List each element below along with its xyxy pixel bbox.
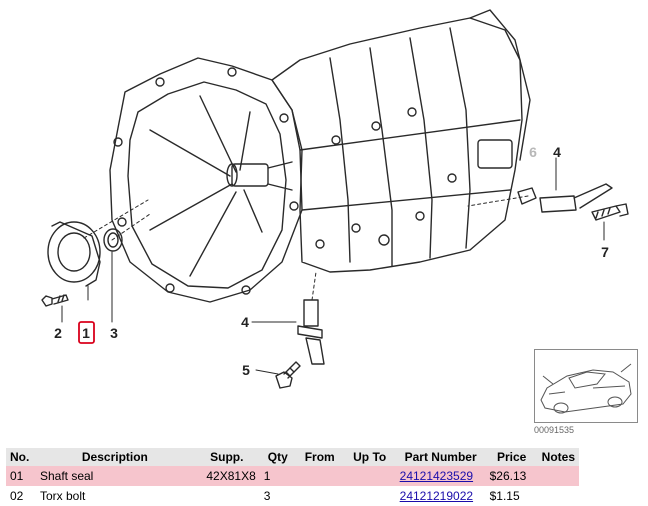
cell-no: 01 (6, 466, 36, 486)
col-no: No. (6, 448, 36, 466)
callout-2[interactable]: 2 (54, 325, 62, 341)
callout-4-lower[interactable]: 4 (241, 314, 249, 330)
col-qty: Qty (259, 448, 296, 466)
car-icon (540, 363, 632, 414)
table-header-row: No. Description Supp. Qty From Up To Par… (6, 448, 579, 466)
transmission-exploded-diagram: 1 2 3 4 5 6 4 7 (41, 9, 629, 389)
cell-part-number: 24121219022 (396, 486, 486, 506)
callout-1-highlight (78, 321, 95, 344)
shaft-seal-part (47, 221, 101, 283)
callout-6[interactable]: 6 (529, 144, 537, 160)
col-supp: Supp. (193, 448, 260, 466)
transmission-case (271, 17, 523, 273)
table-row[interactable]: 01 Shaft seal 42X81X8 1 24121423529 $26.… (6, 466, 579, 486)
cell-upto (344, 486, 396, 506)
vehicle-thumbnail[interactable] (534, 349, 638, 423)
bell-housing-flange (109, 57, 303, 303)
callout-1[interactable]: 1 (82, 325, 90, 341)
cell-upto (343, 466, 396, 486)
col-notes: Notes (537, 448, 579, 466)
cell-notes (538, 486, 579, 506)
cell-qty: 1 (259, 466, 296, 486)
bushing-part (517, 187, 537, 205)
part-number-link[interactable]: 24121219022 (399, 489, 474, 503)
cell-supp (194, 486, 260, 506)
table-row[interactable]: 02 Torx bolt 3 24121219022 $1.15 (6, 486, 579, 506)
callout-7[interactable]: 7 (601, 244, 609, 260)
callout-5[interactable]: 5 (242, 362, 250, 378)
cell-no: 02 (10, 489, 24, 503)
cell-part-number: 24121423529 (395, 466, 486, 486)
col-from: From (295, 448, 344, 466)
callout-3[interactable]: 3 (110, 325, 118, 341)
col-price: Price (485, 448, 538, 466)
speed-sensor-part (297, 299, 325, 365)
col-upto: Up To (343, 448, 396, 466)
cell-from (295, 466, 344, 486)
cell-from (296, 486, 344, 506)
o-ring-part (103, 228, 123, 252)
shift-rod-part (539, 183, 613, 213)
cell-qty: 3 (263, 489, 271, 503)
cell-description: Shaft seal (35, 466, 194, 486)
cell-price: $26.13 (485, 466, 538, 486)
callout-4-upper[interactable]: 4 (553, 144, 561, 160)
thumbnail-code: 00091535 (534, 425, 575, 435)
parts-table: No. Description Supp. Qty From Up To Par… (6, 448, 579, 506)
part-number-link[interactable]: 24121423529 (399, 469, 474, 483)
cell-notes (537, 466, 579, 486)
bolt-part (591, 203, 629, 221)
cell-supp: 42X81X8 (193, 466, 260, 486)
col-description: Description (35, 448, 194, 466)
sensor-bolt-part (275, 361, 301, 389)
cell-price: $1.15 (489, 489, 520, 503)
col-part-number: Part Number (395, 448, 486, 466)
cell-description: Torx bolt (39, 489, 86, 503)
